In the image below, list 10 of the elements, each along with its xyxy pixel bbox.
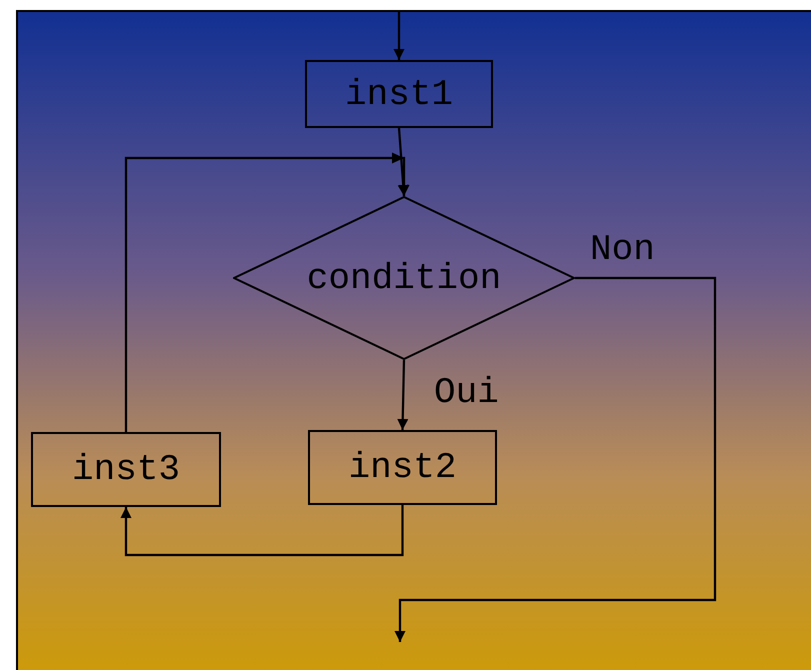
node-label: inst3 — [72, 449, 180, 490]
decision-diamond — [233, 196, 575, 360]
node-label: condition — [306, 258, 502, 298]
process-box — [305, 60, 493, 128]
process-box — [308, 430, 497, 505]
node-label: inst1 — [344, 74, 454, 114]
edge-label: Non — [590, 232, 655, 268]
node-label: inst2 — [348, 447, 457, 488]
edge-label: Oui — [434, 375, 499, 411]
process-box — [31, 432, 221, 507]
